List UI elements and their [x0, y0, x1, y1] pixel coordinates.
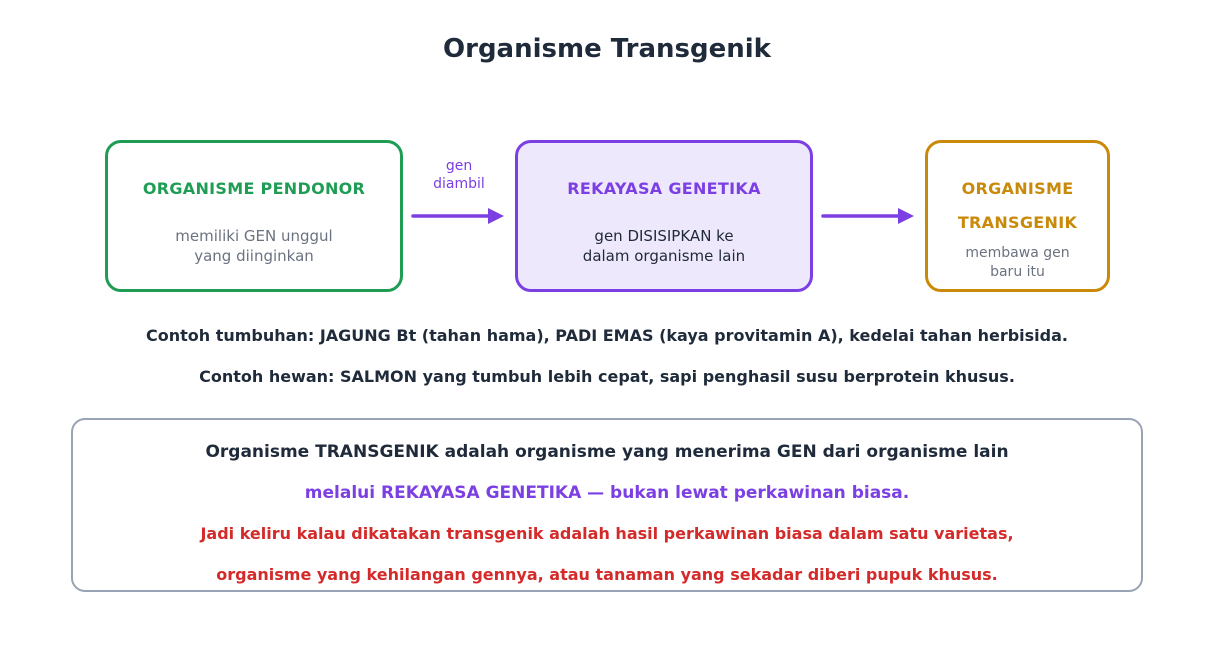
arrow-donor-to-rekayasa — [411, 208, 504, 224]
rekayasa-box-title: REKAYASA GENETIKA — [567, 179, 761, 198]
gene-taken-label-line-1: gen — [445, 158, 473, 174]
rekayasa-desc-line-2: dalam organisme lain — [582, 247, 746, 265]
diagram-title: Organisme Transgenik — [443, 34, 771, 64]
transgenik-box-title-line-2: TRANSGENIK — [957, 213, 1078, 232]
definition-line-1: Organisme TRANSGENIK adalah organisme ya… — [205, 442, 1009, 462]
transgenik-box-description: membawa gen baru itu — [928, 244, 1107, 282]
definition-line-2: melalui REKAYASA GENETIKA — bukan lewat … — [304, 483, 910, 503]
donor-box-description: memiliki GEN unggul yang diinginkan — [108, 226, 400, 266]
donor-desc-line-2: yang diinginkan — [194, 247, 314, 265]
rekayasa-desc-line-1: gen DISISIPKAN ke — [594, 227, 734, 245]
gene-taken-label-line-2: diambil — [433, 176, 485, 192]
donor-box-title: ORGANISME PENDONOR — [142, 179, 366, 198]
plant-examples-text: Contoh tumbuhan: JAGUNG Bt (tahan hama),… — [145, 326, 1068, 345]
arrow-rekayasa-to-transgenik — [821, 208, 914, 224]
transgenik-desc-line-1: membawa gen — [965, 245, 1070, 261]
transgenic-organism-box: ORGANISME TRANSGENIK membawa gen baru it… — [925, 140, 1110, 292]
genetic-engineering-box: REKAYASA GENETIKA gen DISISIPKAN ke dala… — [515, 140, 813, 292]
gene-taken-label: gen diambil — [415, 157, 503, 193]
transgenik-box-title-line-1: ORGANISME — [961, 179, 1074, 198]
misconception-line-2: organisme yang kehilangan gennya, atau t… — [216, 565, 998, 584]
donor-organism-box: ORGANISME PENDONOR memiliki GEN unggul y… — [105, 140, 403, 292]
transgenik-desc-line-2: baru itu — [990, 264, 1045, 280]
definition-box: Organisme TRANSGENIK adalah organisme ya… — [71, 418, 1143, 592]
donor-desc-line-1: memiliki GEN unggul — [175, 227, 333, 245]
animal-examples-text: Contoh hewan: SALMON yang tumbuh lebih c… — [199, 367, 1015, 386]
misconception-line-1: Jadi keliru kalau dikatakan transgenik a… — [200, 524, 1014, 543]
rekayasa-box-description: gen DISISIPKAN ke dalam organisme lain — [518, 226, 810, 266]
